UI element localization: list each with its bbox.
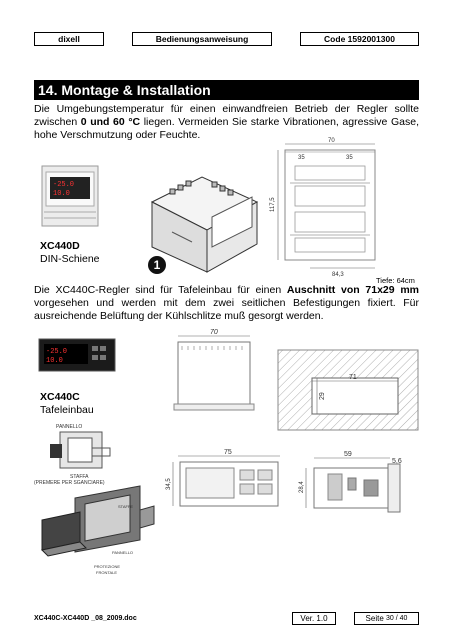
code-text: Code 1592001300 <box>324 34 395 44</box>
panel-cutout-drawing: 71 29 <box>277 349 419 431</box>
label-pannello-1: PANNELLO <box>56 424 82 430</box>
dim-cut-h: 29 <box>319 392 326 400</box>
dim-side-h: 28,4 <box>299 481 305 493</box>
din-housing-drawing <box>150 176 259 273</box>
brand-text: dixell <box>58 34 80 44</box>
version-text: Ver. 1.0 <box>300 614 328 623</box>
label-protezione-1: PROTEZIONE <box>94 564 120 569</box>
label-pannello-2: PANNELLO <box>112 550 133 555</box>
din-mount: DIN-Schiene <box>40 253 100 265</box>
footer-version: Ver. 1.0 <box>292 612 336 625</box>
badge-1: 1 <box>148 256 166 274</box>
dim-d: 84,3 <box>332 272 344 278</box>
dim-h: 117,5 <box>270 197 276 212</box>
label-staffa: STAFFA <box>70 474 89 480</box>
panel-display-bottom: 10.0 <box>46 357 63 365</box>
page-prefix: Seite <box>365 614 384 623</box>
header-brand: dixell <box>34 32 104 46</box>
dim-w2: 35 <box>346 155 353 161</box>
panel-text-1: Die XC440C-Regler sind für Tafeleinbau f… <box>34 284 287 296</box>
dim-side-w: 59 <box>344 451 352 458</box>
label-staffe: STAFFE <box>118 504 133 509</box>
dim-w1: 35 <box>298 155 305 161</box>
panel-text-2: vorgesehen und werden mit dem zwei seitl… <box>34 297 419 322</box>
panel-side-dimension-drawing: 59 5,6 28,4 <box>299 451 402 513</box>
cutout-size: Auschnitt von 71x29 mm <box>286 284 419 296</box>
panel-paragraph: Die XC440C-Regler sind für Tafeleinbau f… <box>34 284 419 323</box>
file-name: XC440C-XC440D _08_2009.doc <box>34 615 137 622</box>
intro-text-2: liegen. Vermeiden Sie starke Vibrationen… <box>34 116 419 141</box>
label-protezione-2: FRONTALE <box>96 570 117 575</box>
intro-paragraph: Die Umgebungstemperatur für einen einwan… <box>34 103 419 142</box>
din-dimension-drawing: 70 35 35 117,5 84,3 <box>270 138 376 278</box>
temperature-range: 0 und 60 °C <box>80 116 141 128</box>
dim-w: 70 <box>328 138 335 144</box>
panel-model: XC440C <box>40 391 80 403</box>
mounting-sketch: PANNELLO STAFFA (PREMERE PER SGANCIARE) … <box>34 424 155 575</box>
header-doc-type: Bedienungsanweisung <box>132 32 272 46</box>
intro-text-1: Die Umgebungstemperatur für einen einwan… <box>34 103 419 128</box>
panel-mount: Tafeleinbau <box>40 404 94 416</box>
panel-display-top: -25.0 <box>46 348 67 356</box>
panel-top-view-drawing: 70 <box>173 329 255 411</box>
dim-cut-w: 71 <box>349 374 357 381</box>
dim-front-h: 34,5 <box>166 478 172 490</box>
header-code: Code 1592001300 <box>300 32 419 46</box>
dim-top-w: 70 <box>210 329 218 336</box>
label-staffa-note: (PREMERE PER SGANCIARE) <box>34 480 105 486</box>
din-display-top: -25.0 <box>53 181 74 189</box>
din-display-bottom: 10.0 <box>53 190 70 198</box>
doc-type-text: Bedienungsanweisung <box>155 34 249 44</box>
panel-front-dimension-drawing: 75 34,5 <box>166 449 280 507</box>
panel-controller-photo: -25.0 10.0 <box>38 338 116 372</box>
dim-front-w: 75 <box>224 449 232 456</box>
din-model: XC440D <box>40 240 80 252</box>
depth-note: Tiefe: 64cm <box>376 276 415 285</box>
din-controller-photo: -25.0 10.0 <box>41 165 99 227</box>
page-number: 30 / 40 <box>386 615 408 622</box>
footer-page: Seite 30 / 40 <box>354 612 419 625</box>
dim-side-t: 5,6 <box>392 458 402 465</box>
footer-file: XC440C-XC440D _08_2009.doc <box>34 612 144 625</box>
section-title: 14. Montage & Installation <box>34 80 419 100</box>
